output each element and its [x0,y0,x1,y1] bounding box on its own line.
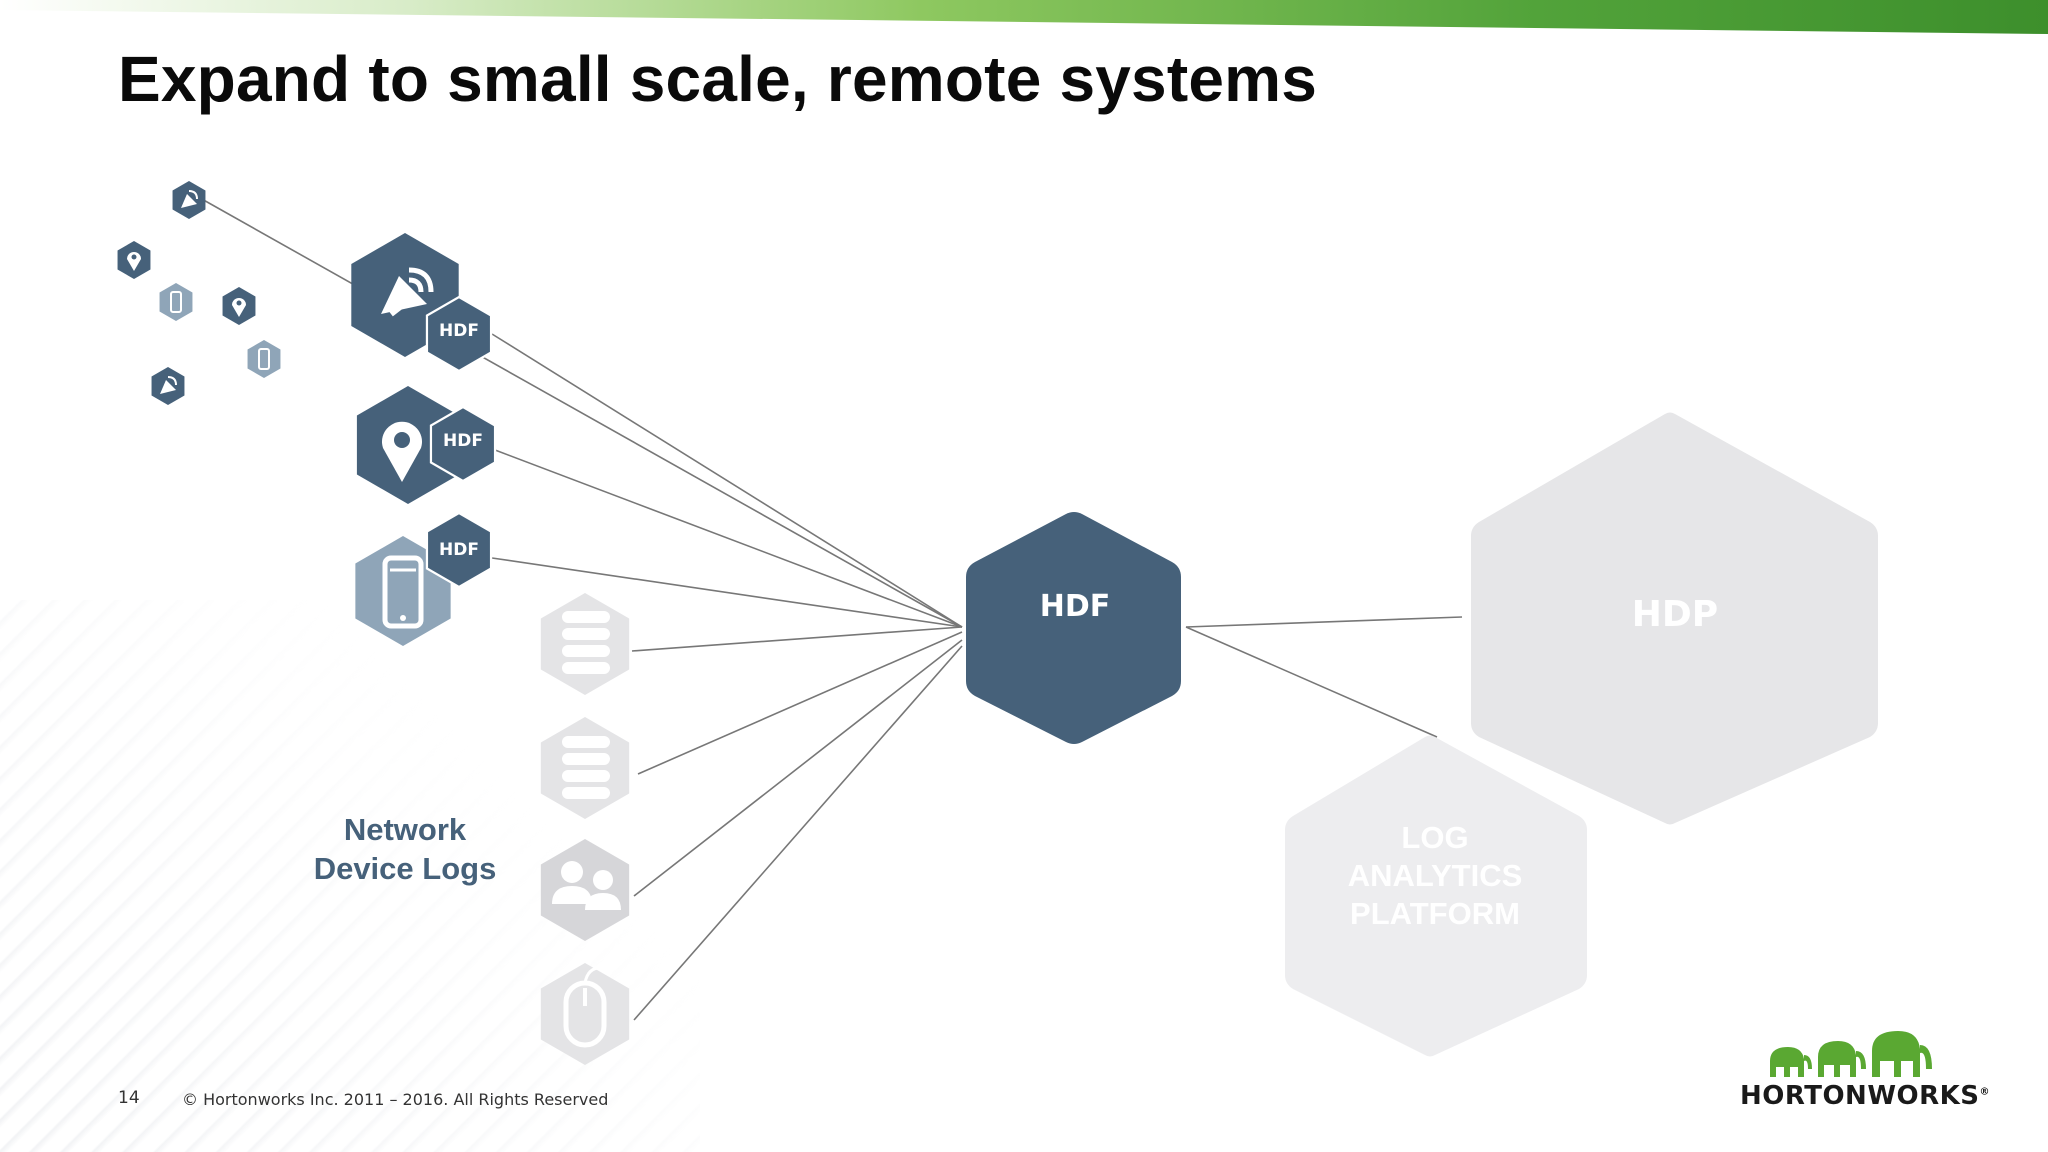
users-icon [552,861,621,910]
log-source-mouse [540,963,630,1065]
log-source-server [540,593,630,695]
hdf-hub-node: HDF [966,512,1181,744]
connector-lines [199,197,1463,1021]
edge-hdf-label: HDF [439,540,479,560]
edge-node-satellite: HDF [351,233,491,371]
edge-node-mobile: HDF [355,513,491,646]
hdp-label: HDP [1632,594,1718,635]
hdp-node: HDP [1471,412,1878,825]
satellite-dish-icon [381,267,434,317]
network-device-logs-label: Network Device Logs [280,810,530,888]
log-analytics-platform-node: LOG ANALYTICS PLATFORM [1285,735,1587,1057]
log-source-users [540,839,630,941]
log-platform-label-line3: PLATFORM [1350,896,1520,931]
server-icon [562,736,610,799]
location-pin-icon [382,421,422,482]
mobile-phone-icon [247,340,281,378]
slide-title: Expand to small scale, remote systems [118,43,1318,115]
top-accent-bar [0,0,2048,34]
log-platform-label-line1: LOG [1401,820,1468,855]
log-source-server [540,717,630,819]
page-number: 14 [118,1088,140,1108]
scattered-devices [117,181,281,405]
network-label-line2: Device Logs [313,851,497,886]
edge-hdf-label: HDF [439,321,479,341]
location-pin-icon [117,241,151,279]
server-icon [562,611,610,674]
mobile-phone-icon [159,283,193,321]
mobile-phone-icon [382,555,424,629]
copyright-text: © Hortonworks Inc. 2011 – 2016. All Righ… [182,1090,609,1109]
satellite-dish-icon [151,367,185,405]
edge-hdf-label: HDF [443,431,483,451]
logo-wordmark: HORTONWORKS® [1740,1081,1990,1111]
log-platform-label-line2: ANALYTICS [1348,858,1523,893]
elephants-icon [1770,1031,1932,1077]
mouse-icon [563,966,607,1048]
hdf-hub-label: HDF [1040,589,1111,624]
satellite-dish-icon [172,181,206,219]
hortonworks-logo: HORTONWORKS® [1740,1025,1990,1115]
network-label-line1: Network [343,812,467,847]
edge-node-location: HDF [356,386,495,504]
location-pin-icon [222,287,256,325]
